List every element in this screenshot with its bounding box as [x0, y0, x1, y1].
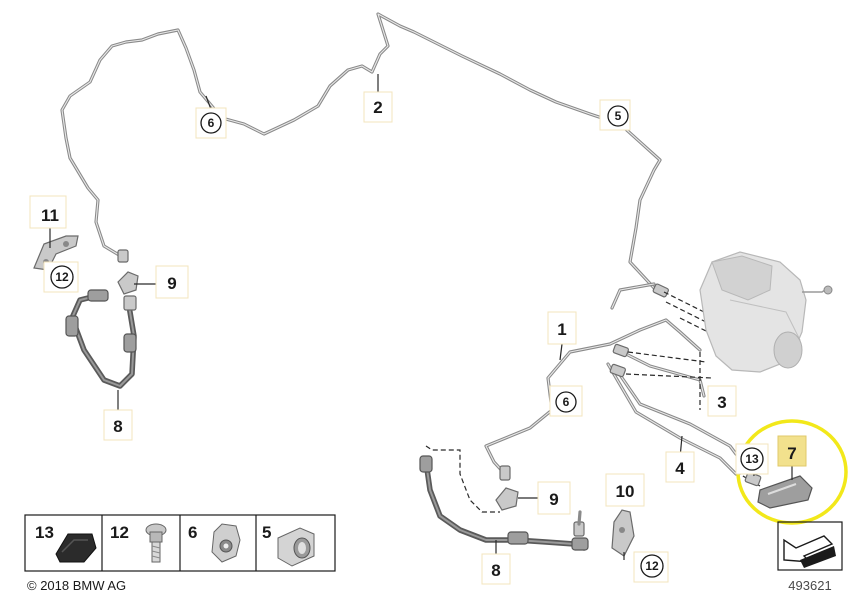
pipe-fitting	[612, 343, 629, 358]
bracket-10	[611, 498, 635, 557]
callout-9-left: 9	[155, 265, 189, 299]
leader-lines	[117, 74, 755, 560]
callout-7-label: 7	[787, 444, 796, 463]
hose-end-fitting	[419, 455, 433, 473]
part-7-assembly	[744, 462, 813, 509]
brake-hose-8-lower	[419, 455, 589, 551]
callout-2-label: 2	[373, 98, 382, 117]
hose-end-fitting	[65, 315, 79, 337]
callout-6-top: 6	[195, 107, 227, 139]
brake-pipe-3-4	[606, 343, 744, 476]
callout-5: 5	[599, 99, 631, 131]
hose-end-fitting	[123, 295, 137, 311]
callout-10-label: 10	[616, 482, 635, 501]
callout-9-lower: 9	[537, 481, 571, 515]
callout-6-right: 6	[549, 385, 583, 417]
callout-7: 7	[777, 435, 807, 467]
callout-12-left: 12	[43, 261, 79, 293]
callout-6-right-label: 6	[563, 395, 570, 409]
callout-4-label: 4	[675, 459, 685, 478]
brake-pipe-2	[60, 12, 669, 298]
callout-11-label: 11	[41, 206, 59, 225]
legend-item-5: 5	[262, 523, 315, 567]
small-parts-legend: 13 12 6 5	[24, 514, 336, 572]
pipe-fitting	[499, 465, 511, 481]
callout-8-left-label: 8	[113, 417, 122, 436]
callout-1: 1	[547, 311, 577, 345]
callout-11: 11	[29, 195, 67, 229]
callout-12-lower-label: 12	[645, 559, 659, 573]
callout-1-label: 1	[557, 320, 566, 339]
callout-5-label: 5	[615, 109, 622, 123]
callout-8-lower: 8	[481, 553, 511, 585]
hose-end-fitting	[571, 537, 589, 551]
callout-9-lower-label: 9	[549, 490, 558, 509]
pipe-fitting	[117, 249, 129, 263]
copyright-notice: © 2018 BMW AG	[27, 578, 126, 593]
callout-6-top-label: 6	[208, 116, 215, 130]
grommet-icon	[55, 533, 97, 563]
bracket-9-left	[117, 271, 158, 295]
callout-12-left-label: 12	[55, 270, 69, 284]
hose-end-fitting	[507, 531, 529, 545]
callout-4: 4	[665, 451, 695, 483]
legend-12-label: 12	[110, 523, 129, 542]
brake-pipe-1	[484, 282, 702, 481]
callout-8-lower-label: 8	[491, 561, 500, 580]
callout-3: 3	[707, 385, 737, 417]
orientation-box	[777, 521, 843, 571]
callout-10: 10	[605, 473, 645, 507]
legend-item-12: 12	[110, 523, 167, 563]
legend-item-6: 6	[188, 523, 241, 563]
bracket-9-lower	[495, 487, 540, 511]
callout-3-label: 3	[717, 393, 726, 412]
legend-6-label: 6	[188, 523, 197, 542]
callout-13: 13	[735, 443, 769, 475]
brake-hose-8-left	[65, 289, 137, 389]
pipe-fitting	[652, 283, 669, 298]
image-number: 493621	[788, 578, 831, 593]
legend-5-label: 5	[262, 523, 271, 542]
hose-end-fitting	[87, 289, 109, 302]
callout-2: 2	[363, 91, 393, 123]
callout-13-label: 13	[745, 452, 759, 466]
legend-item-13: 13	[35, 523, 97, 563]
hose-end-fitting	[123, 333, 137, 353]
legend-13-label: 13	[35, 523, 54, 542]
callout-8-left: 8	[103, 409, 133, 441]
vehicle-direction-shadow	[800, 546, 836, 568]
callout-12-lower: 12	[633, 551, 669, 583]
pipe-fitting	[609, 363, 626, 378]
callout-9-left-label: 9	[167, 274, 176, 293]
brake-fluid-reservoir	[699, 251, 833, 373]
